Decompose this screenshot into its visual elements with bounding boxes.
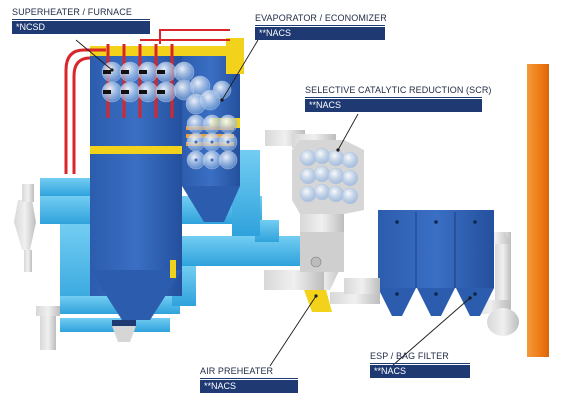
- callout-title: SUPERHEATER / FURNACE: [12, 7, 132, 17]
- callout-title: SELECTIVE CATALYTIC REDUCTION (SCR): [305, 85, 492, 95]
- callout-tag: *NCSD: [12, 21, 150, 34]
- callout-tag: **NACS: [370, 365, 470, 378]
- callout-evaporator-economizer: EVAPORATOR / ECONOMIZER **NACS: [255, 13, 387, 40]
- callout-tag: **NACS: [255, 27, 385, 40]
- callout-title-underline: [12, 19, 150, 20]
- scr-reactor: [292, 140, 364, 214]
- superheater-tubes: [101, 61, 232, 115]
- superheater-tube-markers: [103, 70, 165, 94]
- callout-title: EVAPORATOR / ECONOMIZER: [255, 13, 387, 23]
- callout-esp-bag-filter: ESP / BAG FILTER **NACS: [370, 351, 470, 378]
- callout-title-underline: [255, 25, 385, 26]
- callout-title-underline: [370, 363, 470, 364]
- callout-tag: **NACS: [200, 380, 298, 393]
- esp-bag-filter: [344, 210, 494, 316]
- callout-leaders: [75, 39, 471, 367]
- callout-superheater-furnace: SUPERHEATER / FURNACE *NCSD: [12, 7, 150, 34]
- callout-title-underline: [200, 378, 298, 379]
- callout-tag: **NACS: [305, 99, 482, 112]
- callout-air-preheater: AIR PREHEATER **NACS: [200, 366, 298, 393]
- callout-leader-dots: [110, 68, 472, 300]
- air-preheater: [300, 232, 344, 312]
- evaporator-economizer-bank: [186, 114, 238, 170]
- chimney-stack: [527, 64, 549, 357]
- callout-scr: SELECTIVE CATALYTIC REDUCTION (SCR) **NA…: [305, 85, 492, 112]
- callout-title: ESP / BAG FILTER: [370, 351, 449, 361]
- callout-title-underline: [305, 97, 482, 98]
- callout-title: AIR PREHEATER: [200, 366, 274, 376]
